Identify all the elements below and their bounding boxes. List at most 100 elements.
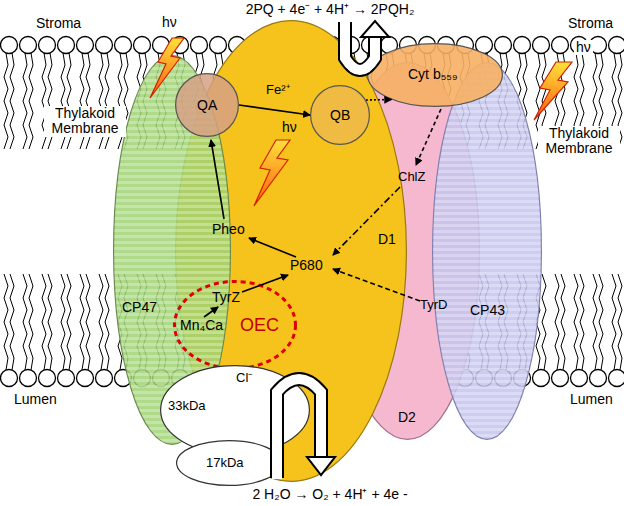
lipid-tail [561,274,565,370]
lipid-head [533,370,550,387]
lipid-head [609,37,624,54]
lipid-head [495,37,512,54]
node-text: CP47 [122,300,157,315]
lipid-head [514,37,531,54]
protein-subunit: CP43 [432,62,542,440]
lipid-head [191,37,208,54]
text-label: Thylakoid Membrane [538,126,620,157]
lipid-tail [10,53,14,149]
lipid-tail [48,274,52,370]
electron-transfer-arrow [366,99,391,101]
text-label: Fe²⁺ [266,83,290,97]
lipid-head [609,370,624,387]
lipid-head [20,37,37,54]
lipid-tail [23,53,27,149]
lipid-head [39,37,56,54]
text-label: Lumen [568,392,615,407]
hollow-arrow-bottom [277,379,335,479]
outline-ellipse [368,44,503,107]
lipid-head [58,37,75,54]
lipid-head [1,37,18,54]
electron-arrow [242,275,288,292]
hollow-arrow-top [345,21,389,70]
lipid-tail [612,274,616,370]
text-label: Lumen [12,392,59,407]
electron-arrow [416,109,441,165]
text-label: Thylakoid Membrane [44,106,126,137]
lipid-tail [29,53,33,149]
text-label: P680 [290,258,323,273]
node-text: Cyt b₅₅₉ [408,67,458,82]
stripe-texture [433,63,541,439]
cofactor-circle: QB [310,85,370,145]
outline-shape [432,62,542,440]
lipid-head [210,37,227,54]
electron-arrow [249,238,296,257]
node-text: CP43 [470,303,505,318]
lipid-tail [593,274,597,370]
outline-ellipse [176,74,239,137]
node-text: 17kDa [206,456,244,470]
electron-arrow [333,187,400,255]
light-bolt [534,62,572,120]
node-text: Mn₄Ca [180,318,223,333]
node-text: TyrZ [212,290,240,305]
node-text: 33kDa [168,399,206,413]
node-text: QB [330,108,350,123]
lipid-tail [599,274,603,370]
lipid-tail [61,274,65,370]
outline-ellipse [433,63,542,440]
text-label: Stroma [566,16,615,31]
lipid-head [571,370,588,387]
lipid-head [134,37,151,54]
lipid-head [77,37,94,54]
text-label: hν [282,120,297,135]
cytochrome-ellipse: Cyt b₅₅₉ [367,43,503,107]
electron-arrow [333,269,420,301]
node-text: OEC [240,316,279,336]
electron-arrow [204,307,218,317]
lipid-tail [4,274,8,370]
lipid-tail [86,274,90,370]
lipid-head [533,37,550,54]
lipid-head [20,370,37,387]
lipid-head [1,370,18,387]
lipid-head [590,370,607,387]
node-text: Cl⁻ [236,371,252,385]
text-label: TyrD [420,298,447,312]
lipid-tail [105,274,109,370]
outline-ellipse [311,86,370,145]
outline-ellipse [177,441,282,486]
node-text: D2 [398,410,416,425]
light-bolt [150,38,184,98]
extrinsic-protein: 17kDa [176,440,282,486]
electron-arrow [211,140,224,219]
text-label: 2 H₂O → O₂ + 4H⁺ + 4e - [250,487,409,502]
text-label: hν [574,40,593,55]
outline-ellipse [175,282,296,369]
lipid-tail [10,274,14,370]
light-bolt [254,140,290,206]
lipid-tail [67,274,71,370]
lipid-head [96,370,113,387]
text-label: 2PQ + 4e⁻ + 4H⁺ → 2PQH₂ [244,2,417,17]
lipid-head [39,370,56,387]
lipid-tail [4,53,8,149]
lipid-head [96,37,113,54]
lipid-tail [42,274,46,370]
lipid-tail [23,274,27,370]
node-text: D1 [378,232,396,247]
lipid-tail [618,274,622,370]
lipid-head [552,370,569,387]
text-label: Stroma [34,16,83,31]
text-label: hν [160,15,179,30]
lipid-tail [574,274,578,370]
electron-transfer-arrow [239,105,310,115]
lipid-tail [542,274,546,370]
text-label: ChlZ [398,170,425,184]
lipid-tail [29,274,33,370]
lipid-head [58,370,75,387]
